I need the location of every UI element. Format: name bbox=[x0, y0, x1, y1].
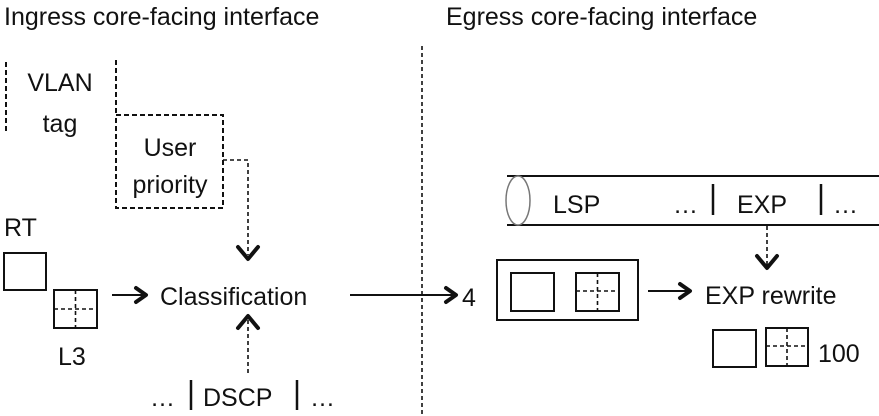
dscp-ellipsis-right: … bbox=[310, 384, 335, 412]
rt-label: RT bbox=[4, 214, 37, 242]
egress-title: Egress core-facing interface bbox=[446, 3, 757, 31]
output-l3-box bbox=[765, 327, 809, 367]
arrow-right-icon bbox=[678, 282, 692, 300]
rt-box bbox=[3, 252, 47, 291]
arrow-up-icon bbox=[236, 314, 260, 330]
tag-label: tag bbox=[43, 110, 78, 138]
classification-label: Classification bbox=[160, 283, 307, 311]
arrow-down-icon bbox=[755, 254, 779, 270]
arrow-right-icon bbox=[444, 286, 458, 304]
lsp-ellipsis-right: … bbox=[833, 191, 858, 219]
arrow-right-icon bbox=[134, 286, 148, 304]
dscp-label: DSCP bbox=[203, 384, 272, 412]
priority-label: priority bbox=[132, 171, 208, 199]
exp-label: EXP bbox=[737, 191, 787, 219]
exp-value: 100 bbox=[818, 340, 860, 368]
l3-label: L3 bbox=[58, 343, 86, 371]
user-label: User bbox=[144, 134, 197, 162]
class-value: 4 bbox=[462, 284, 476, 312]
user-priority-connector bbox=[223, 159, 249, 255]
lsp-label: LSP bbox=[553, 191, 600, 219]
arrow-down-icon bbox=[236, 245, 260, 261]
vlan-label: VLAN bbox=[27, 69, 92, 97]
lsp-pipe-end bbox=[505, 175, 531, 226]
exp-rewrite-label: EXP rewrite bbox=[705, 282, 837, 310]
packet-box bbox=[496, 259, 639, 321]
dscp-ellipsis-left: … bbox=[150, 384, 175, 412]
output-rt-box bbox=[712, 329, 757, 368]
packet-l3-box bbox=[575, 272, 620, 312]
ingress-title: Ingress core-facing interface bbox=[4, 3, 319, 31]
packet-rt-box bbox=[510, 272, 555, 312]
user-priority-box bbox=[115, 114, 224, 209]
lsp-ellipsis-left: … bbox=[673, 191, 698, 219]
